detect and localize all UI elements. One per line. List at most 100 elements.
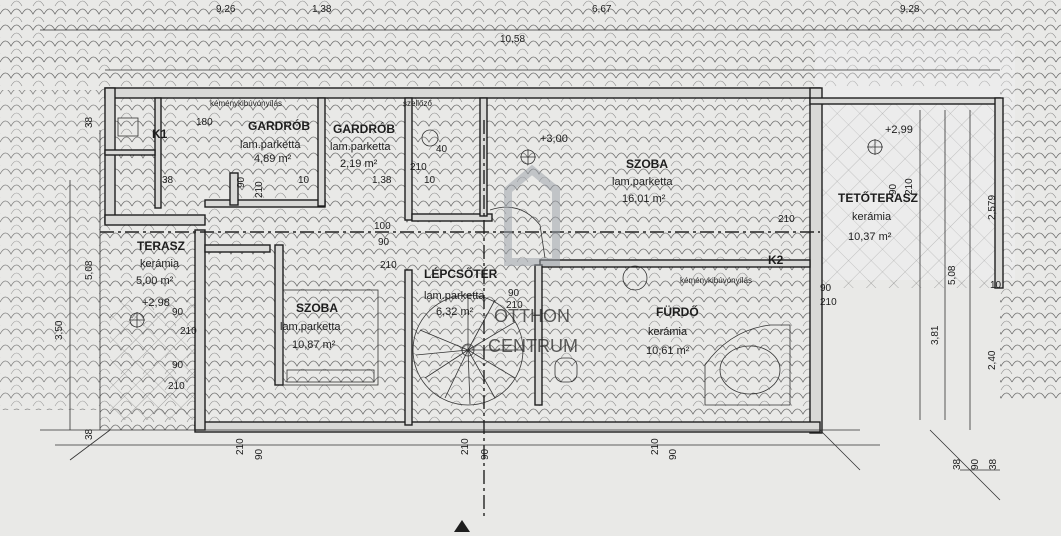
room-szoba-2: SZOBA lam.parketta 10,87 m²	[280, 301, 341, 351]
svg-text:210: 210	[778, 214, 795, 225]
svg-text:2,19 m²: 2,19 m²	[340, 158, 378, 170]
svg-text:9,26: 9,26	[216, 4, 236, 15]
svg-text:38: 38	[84, 428, 95, 440]
svg-text:10: 10	[990, 280, 1002, 291]
svg-text:210: 210	[506, 300, 523, 311]
svg-text:210: 210	[820, 297, 837, 308]
room-szoba-1: SZOBA lam.parketta 16,01 m²	[612, 157, 673, 205]
svg-text:lam.parketta: lam.parketta	[612, 176, 673, 188]
staircase	[412, 206, 546, 406]
svg-text:lam.parketta: lam.parketta	[240, 139, 301, 151]
svg-text:2,40: 2,40	[987, 350, 998, 370]
walls	[104, 87, 1004, 434]
level-main: +3,00	[540, 133, 568, 145]
svg-text:lam.parketta: lam.parketta	[280, 321, 341, 333]
svg-text:210: 210	[180, 326, 197, 337]
room-tetoterasz: TETŐTERASZ kerámia 10,37 m²	[838, 190, 918, 243]
svg-text:TETŐTERASZ: TETŐTERASZ	[838, 190, 918, 205]
svg-text:100: 100	[374, 221, 391, 232]
chimney-k1	[117, 117, 139, 137]
svg-text:90: 90	[668, 448, 679, 460]
svg-text:5,08: 5,08	[84, 260, 95, 280]
svg-text:210: 210	[904, 178, 915, 195]
svg-text:GARDRÓB: GARDRÓB	[248, 118, 310, 133]
room-gardrob-1: GARDRÓB lam.parketta 4,89 m²	[240, 118, 310, 165]
terrace-tiles	[110, 300, 200, 420]
svg-text:90: 90	[888, 183, 899, 195]
svg-text:10: 10	[298, 175, 310, 186]
svg-text:kerámia: kerámia	[852, 211, 892, 223]
svg-text:TERASZ: TERASZ	[137, 239, 185, 253]
svg-text:10,87 m²: 10,87 m²	[292, 339, 336, 351]
watermark-line2: CENTRUM	[488, 336, 578, 356]
svg-text:6,32 m²: 6,32 m²	[436, 306, 474, 318]
svg-text:LÉPCSŐTÉR: LÉPCSŐTÉR	[424, 266, 498, 281]
vent-label: szellőző	[403, 99, 432, 108]
svg-text:210: 210	[254, 181, 265, 198]
svg-text:40: 40	[436, 144, 448, 155]
svg-text:10,61 m²: 10,61 m²	[646, 345, 690, 357]
svg-text:kerámia: kerámia	[140, 258, 180, 270]
svg-text:210: 210	[235, 438, 246, 455]
svg-text:38: 38	[988, 458, 999, 470]
svg-text:90: 90	[172, 360, 184, 371]
svg-text:4,89 m²: 4,89 m²	[254, 153, 292, 165]
svg-text:GARDRÓB: GARDRÓB	[333, 121, 395, 136]
watermark-line1: OTTHON	[494, 306, 570, 326]
bathroom-fixtures	[421, 129, 791, 406]
room-furdo: FÜRDŐ kerámia 10,61 m²	[646, 304, 699, 357]
svg-text:210: 210	[168, 381, 185, 392]
svg-text:38: 38	[162, 175, 174, 186]
svg-text:210: 210	[410, 162, 427, 173]
roof-tiles-area	[0, 0, 1061, 430]
svg-text:10: 10	[424, 175, 436, 186]
svg-text:90: 90	[378, 237, 390, 248]
room-gardrob-2: GARDRÓB lam.parketta 2,19 m²	[330, 121, 395, 170]
svg-text:5,00 m²: 5,00 m²	[136, 275, 174, 287]
svg-text:16,01 m²: 16,01 m²	[622, 193, 666, 205]
svg-text:90: 90	[970, 458, 981, 470]
svg-text:lam.parketta: lam.parketta	[330, 141, 391, 153]
room-terasz: TERASZ kerámia 5,00 m²	[136, 239, 185, 287]
svg-text:lam.parketta: lam.parketta	[424, 290, 485, 302]
watermark-logo	[504, 164, 560, 266]
svg-text:90: 90	[480, 448, 491, 460]
svg-text:SZOBA: SZOBA	[296, 301, 338, 315]
svg-text:2,579: 2,579	[987, 195, 998, 220]
svg-text:5,08: 5,08	[947, 265, 958, 285]
svg-text:1,38: 1,38	[372, 175, 392, 186]
svg-text:38: 38	[952, 458, 963, 470]
svg-text:10,58: 10,58	[500, 34, 525, 45]
svg-text:9,28: 9,28	[900, 4, 920, 15]
svg-text:3,81: 3,81	[930, 325, 941, 345]
svg-text:180: 180	[196, 117, 213, 128]
roof-terrace-tiles	[822, 98, 1002, 288]
chimney-k1-label: K1	[152, 127, 168, 141]
svg-text:90: 90	[820, 283, 832, 294]
chimney-k2-label: K2	[768, 253, 784, 267]
svg-text:38: 38	[84, 116, 95, 128]
beds	[282, 289, 379, 386]
dimension-texts: 9,26 1,38 6,67 9,28 10,58 5,08 3,50 3,81…	[54, 4, 1002, 470]
svg-text:3,50: 3,50	[54, 320, 65, 340]
svg-text:10,37 m²: 10,37 m²	[848, 231, 892, 243]
dimension-lines	[40, 29, 1001, 501]
level-terrace-right: +2,99	[885, 124, 913, 136]
chimney-label-top: kéménykibúvónyílás	[210, 99, 282, 108]
svg-text:90: 90	[172, 307, 184, 318]
svg-text:FÜRDŐ: FÜRDŐ	[656, 304, 699, 319]
svg-text:SZOBA: SZOBA	[626, 157, 668, 171]
svg-text:90: 90	[254, 448, 265, 460]
section-arrow	[454, 520, 470, 532]
svg-text:6,67: 6,67	[592, 4, 612, 15]
chimney-label-right: kéménykibúvónyílás	[680, 276, 752, 285]
svg-text:90: 90	[508, 288, 520, 299]
svg-text:1,38: 1,38	[312, 4, 332, 15]
svg-text:210: 210	[460, 438, 471, 455]
light-patch	[815, 40, 1015, 280]
svg-text:kerámia: kerámia	[648, 326, 688, 338]
roof-tiles-left	[0, 90, 100, 410]
svg-text:210: 210	[380, 260, 397, 271]
